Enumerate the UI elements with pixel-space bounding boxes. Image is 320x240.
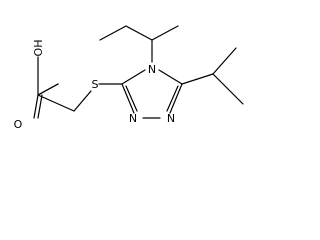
atom-label-n1: N — [167, 112, 175, 125]
atom-label-n4: N — [148, 63, 156, 76]
bond-ch2-ch3 — [99, 25, 127, 41]
atom-label-n2: N — [129, 112, 137, 125]
bond-n2-c3-b — [125, 85, 138, 112]
atom-label-o: O — [14, 118, 23, 131]
molecule-diagram: OH O S N N N — [0, 0, 275, 133]
bond-c5-n1-a — [169, 83, 183, 114]
bond-c5-n1-b — [166, 85, 179, 112]
bond-s-ch2 — [73, 90, 92, 112]
bond-ch-ch3 — [151, 25, 179, 41]
bond-ch-ch2 — [125, 25, 153, 41]
bond-ch2-s — [37, 94, 75, 112]
bond-carbonyl-b — [37, 94, 43, 119]
bond-acid-carbon — [37, 83, 59, 96]
atom-label-s: S — [92, 78, 99, 91]
structure-svg: OH O S N N N — [14, 25, 244, 131]
bond-c3-n4 — [121, 69, 146, 85]
bond-carbonyl-a — [33, 94, 39, 119]
atom-label-oh: OH — [32, 40, 45, 57]
bond-c5-ch — [181, 73, 214, 85]
bond-n2-c3-a — [121, 83, 135, 114]
bond-iso-ch3-down — [212, 73, 244, 105]
bond-iso-ch3-up — [212, 47, 237, 75]
bond-n4-c5 — [158, 69, 183, 85]
